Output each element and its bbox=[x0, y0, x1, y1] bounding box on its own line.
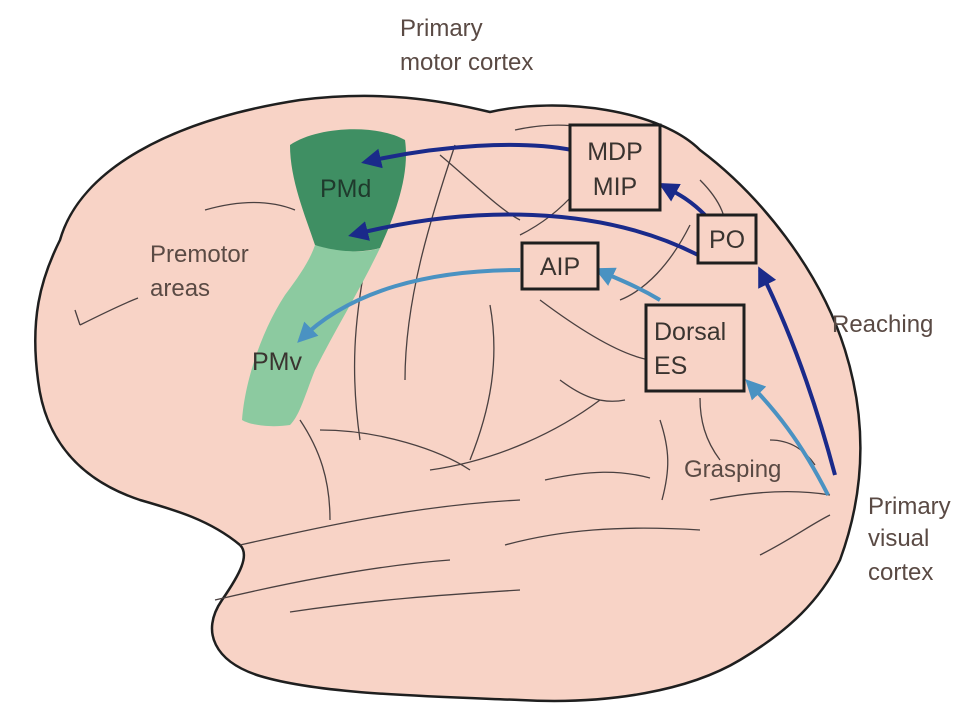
box-po-label: PO bbox=[709, 226, 745, 254]
box-aip-label: AIP bbox=[540, 253, 580, 281]
box-mdp-mip: MDP MIP bbox=[570, 125, 660, 210]
primary-visual-label-line1: Primary bbox=[868, 493, 951, 520]
primary-visual-label-line3: cortex bbox=[868, 559, 933, 586]
primary-visual-label-line2: visual bbox=[868, 525, 929, 552]
premotor-label-line2: areas bbox=[150, 275, 210, 302]
box-dorsal-es-line2: ES bbox=[654, 352, 687, 380]
box-mdp-mip-line1: MDP bbox=[587, 138, 643, 166]
pmd-label: PMd bbox=[320, 175, 371, 203]
box-po: PO bbox=[698, 215, 756, 263]
primary-motor-label-line2: motor cortex bbox=[400, 49, 533, 76]
box-dorsal-es-line1: Dorsal bbox=[654, 318, 726, 346]
box-dorsal-es: Dorsal ES bbox=[646, 305, 744, 391]
reaching-label: Reaching bbox=[832, 311, 933, 338]
box-aip: AIP bbox=[522, 243, 598, 289]
brain-silhouette bbox=[35, 96, 860, 701]
premotor-label-line1: Premotor bbox=[150, 241, 249, 268]
pmv-label: PMv bbox=[252, 348, 303, 376]
box-mdp-mip-line2: MIP bbox=[593, 173, 637, 201]
grasping-label: Grasping bbox=[684, 456, 781, 483]
primary-motor-label-line1: Primary bbox=[400, 15, 483, 42]
